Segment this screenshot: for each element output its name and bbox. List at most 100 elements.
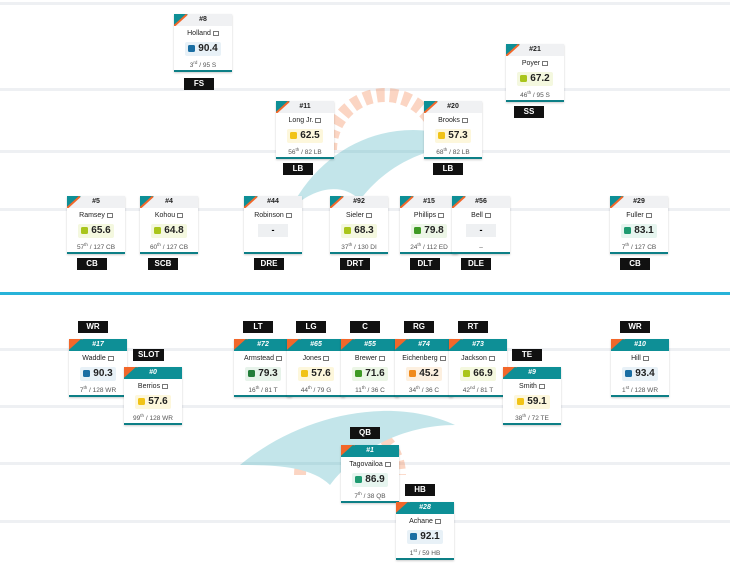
player-rank: 99th / 128 WR (133, 413, 173, 423)
player-name[interactable]: Holland (174, 29, 232, 38)
jersey-number: #17 (69, 339, 127, 351)
player-rank: 7th / 127 CB (621, 242, 657, 252)
player-card[interactable]: #55 Brewer 71.6 11th / 36 C (341, 339, 399, 397)
comment-icon[interactable] (645, 212, 652, 218)
player-name[interactable]: Hill (611, 354, 669, 363)
yard-line (0, 150, 730, 153)
player-card[interactable]: #44 Robinson - (244, 196, 302, 254)
player-name[interactable]: Kohou (140, 211, 198, 220)
grade-color-icon (81, 226, 89, 234)
comment-icon[interactable] (538, 383, 545, 389)
comment-icon[interactable] (488, 355, 495, 361)
comment-icon[interactable] (323, 355, 330, 361)
grade-value: 59.1 (527, 396, 547, 407)
player-card[interactable]: #15 Phillips 79.8 24th / 112 ED (400, 196, 458, 254)
grade-color-icon (624, 226, 632, 234)
grade-value: 57.3 (448, 130, 468, 141)
player-card[interactable]: #72 Armstead 79.3 16th / 81 T (234, 339, 292, 397)
comment-icon[interactable] (384, 461, 391, 467)
player-name[interactable]: Jackson (449, 354, 507, 363)
player-rank: 68th / 82 LB (436, 147, 470, 157)
player-card[interactable]: #73 Jackson 66.9 42nd / 81 T (449, 339, 507, 397)
grade-badge: 68.3 (341, 224, 377, 238)
jersey-number: #73 (449, 339, 507, 351)
grade-color-icon (188, 44, 196, 52)
jersey-number: #44 (244, 196, 302, 208)
grade-value: 68.3 (354, 225, 374, 236)
player-name[interactable]: Bell (452, 211, 510, 220)
player-name[interactable]: Brewer (341, 354, 399, 363)
grade-value: 83.1 (634, 225, 654, 236)
player-card[interactable]: #74 Eichenberg 45.2 34th / 36 C (395, 339, 453, 397)
player-name[interactable]: Phillips (400, 211, 458, 220)
comment-icon[interactable] (107, 355, 114, 361)
player-card[interactable]: #92 Sieler 68.3 37th / 130 DI (330, 196, 388, 254)
player-card[interactable]: #29 Fuller 83.1 7th / 127 CB (610, 196, 668, 254)
comment-icon[interactable] (438, 212, 445, 218)
comment-icon[interactable] (642, 355, 649, 361)
comment-icon[interactable] (212, 30, 219, 36)
player-rank: 42nd / 81 T (462, 385, 494, 395)
grade-color-icon (290, 131, 298, 139)
grade-badge: 57.3 (435, 129, 471, 143)
player-card[interactable]: #20 Brooks 57.3 68th / 82 LB (424, 101, 482, 159)
comment-icon[interactable] (461, 117, 468, 123)
grade-value: 65.6 (91, 225, 111, 236)
grade-color-icon (138, 397, 146, 405)
player-name[interactable]: Waddle (69, 354, 127, 363)
player-card[interactable]: #1 Tagovailoa 86.9 7th / 38 QB (341, 445, 399, 503)
comment-icon[interactable] (365, 212, 372, 218)
player-name[interactable]: Brooks (424, 116, 482, 125)
player-name[interactable]: Armstead (234, 354, 292, 363)
grade-empty: - (258, 224, 288, 237)
comment-icon[interactable] (177, 212, 184, 218)
comment-icon[interactable] (379, 355, 386, 361)
player-name[interactable]: Long Jr. (276, 116, 334, 125)
player-name[interactable]: Eichenberg (395, 354, 453, 363)
player-card[interactable]: #17 Waddle 90.3 7th / 128 WR (69, 339, 127, 397)
player-rank: 60th / 127 CB (149, 242, 189, 252)
player-card[interactable]: #8 Holland 90.4 3rd / 95 S (174, 14, 232, 72)
comment-icon[interactable] (434, 518, 441, 524)
player-card[interactable]: #10 Hill 93.4 1st / 128 WR (611, 339, 669, 397)
player-name[interactable]: Poyer (506, 59, 564, 68)
player-card[interactable]: #9 Smith 59.1 38th / 72 TE (503, 367, 561, 425)
comment-icon[interactable] (542, 60, 549, 66)
player-rank: 38th / 72 TE (515, 413, 549, 423)
comment-icon[interactable] (484, 212, 491, 218)
jersey-number: #1 (341, 445, 399, 457)
position-label: SCB (148, 258, 178, 270)
player-card[interactable]: #65 Jones 57.6 44th / 79 G (287, 339, 345, 397)
player-name[interactable]: Sieler (330, 211, 388, 220)
player-card[interactable]: #5 Ramsey 65.6 57th / 127 CB (67, 196, 125, 254)
player-name[interactable]: Ramsey (67, 211, 125, 220)
grade-badge: 90.4 (185, 42, 221, 56)
player-name[interactable]: Robinson (244, 211, 302, 220)
player-name[interactable]: Berrios (124, 382, 182, 391)
player-card[interactable]: #28 Achane 92.1 1st / 59 HB (396, 502, 454, 560)
grade-value: 64.8 (164, 225, 184, 236)
comment-icon[interactable] (106, 212, 113, 218)
player-card[interactable]: #4 Kohou 64.8 60th / 127 CB (140, 196, 198, 254)
player-card[interactable]: #56 Bell - – (452, 196, 510, 254)
player-name[interactable]: Tagovailoa (341, 460, 399, 469)
comment-icon[interactable] (285, 212, 292, 218)
player-rank: 1st / 59 HB (409, 548, 441, 558)
position-label: FS (184, 78, 214, 90)
comment-icon[interactable] (162, 383, 169, 389)
comment-icon[interactable] (315, 117, 322, 123)
player-name[interactable]: Jones (287, 354, 345, 363)
comment-icon[interactable] (275, 355, 282, 361)
player-name[interactable]: Fuller (610, 211, 668, 220)
player-card[interactable]: #21 Poyer 67.2 46th / 95 S (506, 44, 564, 102)
grade-badge: 59.1 (514, 395, 550, 409)
player-card[interactable]: #11 Long Jr. 62.5 56th / 82 LB (276, 101, 334, 159)
player-card[interactable]: #0 Berrios 57.6 99th / 128 WR (124, 367, 182, 425)
player-name[interactable]: Achane (396, 517, 454, 526)
grade-badge: 93.4 (622, 367, 658, 381)
player-name[interactable]: Smith (503, 382, 561, 391)
jersey-number: #28 (396, 502, 454, 514)
comment-icon[interactable] (439, 355, 446, 361)
grade-value: 90.4 (198, 43, 218, 54)
grade-color-icon (83, 369, 91, 377)
